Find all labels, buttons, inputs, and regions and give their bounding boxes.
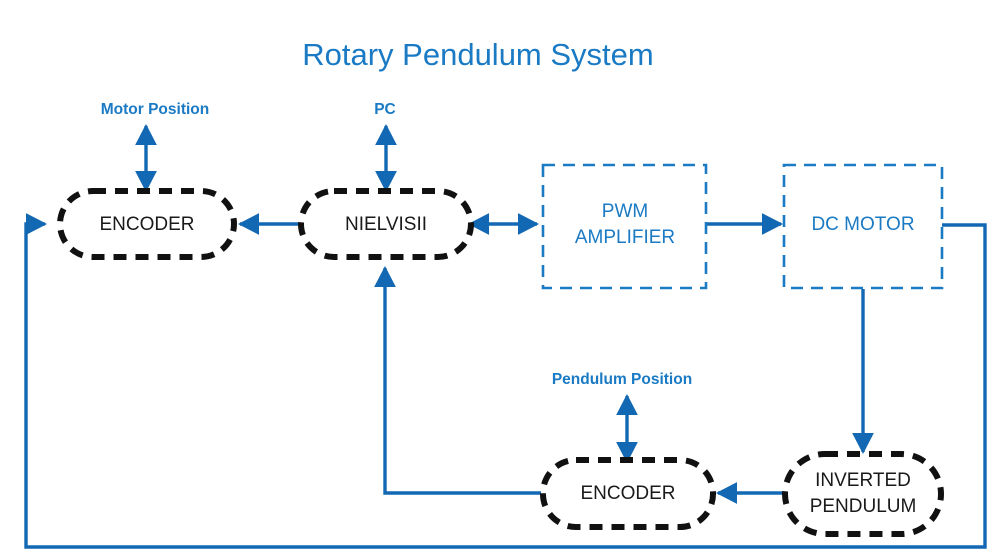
annotation-motor-position: Motor Position [101,101,210,118]
block-pwm-amplifier[interactable]: PWM AMPLIFIER [541,163,708,290]
inverted-pendulum-label-line1: INVERTED [815,470,911,491]
inverted-pendulum-shape [782,451,944,537]
block-dc-motor[interactable]: DC MOTOR [782,163,944,290]
encoder-bottom-label: ENCODER [580,483,675,504]
nielvis-label: NIELVISII [345,214,427,235]
page-title: Rotary Pendulum System [302,37,653,72]
annotation-pc: PC [374,101,396,118]
nielvis-shape [298,188,474,260]
pwm-amplifier-shape [541,163,708,290]
connection-encoder-bottom-to-nielvis [374,265,541,495]
encoder-bottom-shape [540,457,716,530]
dc-motor-shape [782,163,944,290]
encoder-top-label: ENCODER [99,214,194,235]
encoder-top-shape [57,188,237,260]
inverted-pendulum-label-line2: PENDULUM [810,496,917,517]
block-encoder-top[interactable]: ENCODER [57,188,237,260]
block-encoder-bottom[interactable]: ENCODER [540,457,716,530]
annotation-pendulum-position: Pendulum Position [552,371,692,388]
dc-motor-label: DC MOTOR [811,214,914,235]
block-nielvis[interactable]: NIELVISII [298,188,474,260]
block-inverted-pendulum[interactable]: INVERTED PENDULUM [782,451,944,537]
connection-motor-feedback-loop [24,213,987,549]
pwm-amplifier-label-line1: PWM [602,201,648,222]
pwm-amplifier-label-line2: AMPLIFIER [575,227,675,248]
